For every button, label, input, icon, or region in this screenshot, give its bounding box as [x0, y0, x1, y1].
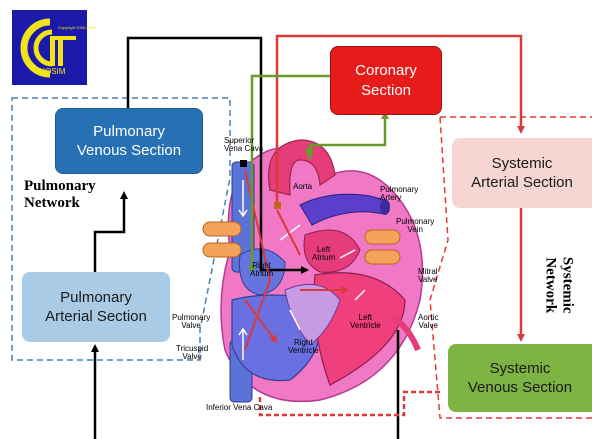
aorta-root-marker [274, 202, 281, 209]
systemic-venous-section[interactable]: Systemic Venous Section [448, 344, 592, 412]
label-right-ventricle: Right Ventricle [288, 339, 319, 355]
label-pulmonary-vein: Pulmonary Vein [396, 218, 434, 234]
heart-illustration [203, 140, 423, 402]
pulmonary-venous-label: Pulmonary Venous Section [77, 122, 181, 161]
svc-marker [240, 160, 247, 167]
label-aortic-valve: Aortic Valve [418, 314, 438, 330]
pulmonary-arterial-label: Pulmonary Arterial Section [45, 288, 147, 327]
label-mitral-valve: Mitral Valve [418, 268, 438, 284]
coronary-label: Coronary Section [355, 61, 417, 100]
coronary-section[interactable]: Coronary Section [330, 46, 442, 115]
pulmonary-arterial-section[interactable]: Pulmonary Arterial Section [22, 272, 170, 342]
pulmonary-venous-section[interactable]: Pulmonary Venous Section [55, 108, 203, 174]
label-right-atrium: Right Atrium [250, 262, 273, 278]
label-left-atrium: Left Atrium [312, 246, 335, 262]
logo: Copyright 2000-2009 DIOSIM [12, 10, 96, 85]
systemic-arterial-section[interactable]: Systemic Arterial Section [452, 138, 592, 208]
label-superior-vena-cava: Superior Vena Cava [224, 137, 263, 153]
systemic-venous-label: Systemic Venous Section [468, 359, 572, 398]
label-inferior-vena-cava: Inferior Vena Cava [206, 403, 272, 412]
logo-text: DIOSIM [37, 67, 66, 76]
label-aorta: Aorta [293, 182, 312, 191]
label-tricuspid-valve: Tricuspid Valve [176, 345, 208, 361]
pulmonary-network-label: Pulmonary Network [24, 178, 96, 213]
logo-copyright: Copyright 2000-2009 [58, 25, 96, 30]
label-pulmonary-valve: Pulmonary Valve [172, 314, 210, 330]
label-left-ventricle: Left Ventricle [350, 314, 381, 330]
systemic-network-label: Systemic Network [541, 245, 576, 325]
systemic-arterial-label: Systemic Arterial Section [471, 154, 573, 193]
aorta-marker [306, 148, 313, 155]
label-pulmonary-artery: Pulmonary Artery [380, 186, 418, 202]
